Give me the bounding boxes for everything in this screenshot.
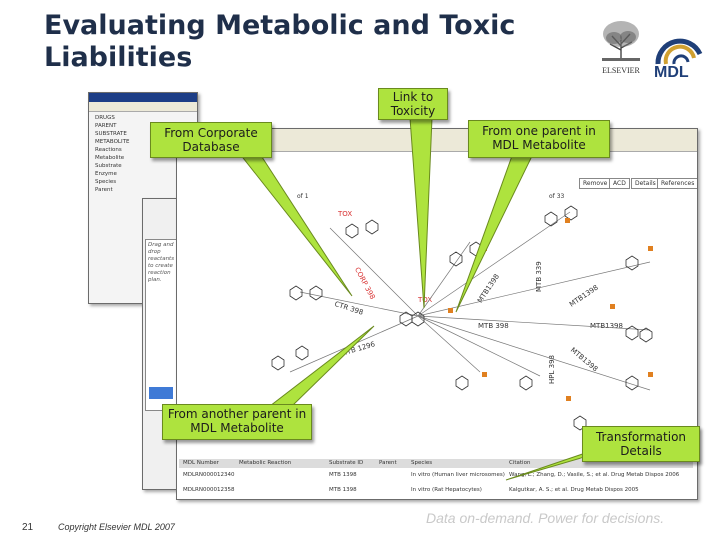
window-menubar [89,102,197,112]
elsevier-wordmark: ELSEVIER [602,66,640,75]
tree-item[interactable]: Species [95,179,117,185]
cell-mdl-number: MDLRN000012340 [183,472,235,478]
callout-from-corporate: From Corporate Database [150,122,272,158]
tree-item[interactable]: Substrate [95,163,122,169]
callout-from-one-parent: From one parent in MDL Metabolite [468,120,610,158]
mdl-logo-mark [655,38,703,65]
logo-area: ELSEVIER MDL [596,18,708,82]
callout-transformation-details: Transformation Details [582,426,700,462]
tree-item[interactable]: Metabolite [95,155,125,161]
tree-item[interactable]: DRUGS [95,115,115,121]
molecule-sketches [271,205,653,431]
cell-citation: Wang, L.; Zhang, D.; Vasile, S.; et al. … [509,472,680,478]
col-species: Species [411,460,433,466]
col-substrate-id: Substrate ID [329,460,364,466]
mtb-label-1398: MTB1398 [590,322,623,330]
planner-arrow-button[interactable] [149,387,173,399]
cell-mdl-number: MDLRN000012358 [183,487,235,493]
tree-item[interactable]: Enzyme [95,171,117,177]
copyright: Copyright Elsevier MDL 2007 [58,522,175,532]
page-count-1: of 1 [297,193,309,200]
table-row[interactable]: MDLRN000012340 MTB 1398 In vitro (Human … [179,470,693,480]
cell-citation: Kalgutkar, A. S.; et al. Drug Metab Disp… [509,487,639,493]
slide-title: Evaluating Metabolic and Toxic Liabiliti… [44,10,516,73]
callout-text: From another parent in MDL Metabolite [167,407,307,435]
callout-text: Transformation Details [595,430,687,458]
navigator-tree: DRUGS PARENT SUBSTRATE METABOLITE Reacti… [89,112,197,196]
elsevier-tree-logo [596,18,646,64]
callout-text: Link to Toxicity [390,90,436,118]
tree-item[interactable]: SUBSTRATE [95,131,127,137]
acd-button[interactable]: ACD [609,178,630,189]
callout-link-to-toxicity: Link to Toxicity [378,88,448,120]
tox-label-mid: TOX [418,296,433,304]
planner-note: Drag and drop reactants to create reacti… [148,242,175,283]
page-number: 21 [22,522,34,533]
col-parent: Parent [379,460,397,466]
callout-text: From one parent in MDL Metabolite [482,124,596,152]
mdl-wordmark: MDL [654,64,689,81]
tree-item[interactable]: Reactions [95,147,122,153]
cell-species: In vitro (Human liver microsomes) [411,472,505,478]
tagline: Data on-demand. Power for decisions. [426,510,665,526]
col-citation: Citation [509,460,531,466]
callout-text: From Corporate Database [164,126,258,154]
mtb-label-398: MTB 398 [478,322,509,330]
tox-label-top: TOX [338,210,353,218]
tree-item[interactable]: METABOLITE [95,139,130,145]
col-metabolic-reaction: Metabolic Reaction [239,460,292,466]
tree-item[interactable]: PARENT [95,123,117,129]
cell-substrate-id: MTB 1398 [329,472,357,478]
table-row[interactable]: MDLRN000012358 MTB 1398 In vitro (Rat He… [179,485,693,495]
col-mdl-number: MDL Number [183,460,219,466]
references-button[interactable]: References [657,178,697,189]
cell-substrate-id: MTB 1398 [329,487,357,493]
page-count-2: of 33 [549,193,565,200]
details-table-header: MDL Number Metabolic Reaction Substrate … [179,459,693,468]
callout-from-another-parent: From another parent in MDL Metabolite [162,404,312,440]
tree-item[interactable]: Parent [95,187,113,193]
window-titlebar [89,93,197,102]
cell-species: In vitro (Rat Hepatocytes) [411,487,482,493]
